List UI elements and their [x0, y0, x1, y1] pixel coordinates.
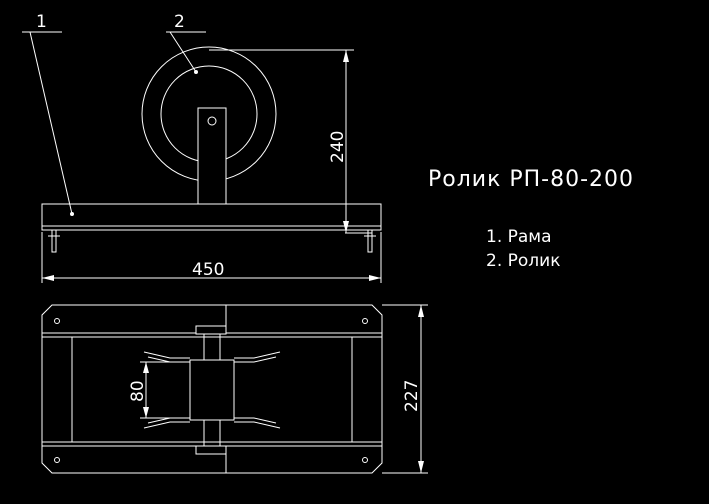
arm-bl-a [143, 421, 190, 429]
arm-tr-b [234, 356, 277, 363]
roller-arrow-top [143, 362, 149, 373]
callout-2-label: 2 [174, 12, 185, 32]
width-arrow-left [42, 275, 54, 281]
callout-1-leader [29, 31, 73, 215]
height-arrow-top [343, 50, 349, 62]
roller-dim-text: 80 [128, 380, 148, 402]
post-plate-bottom [195, 445, 227, 455]
arm-tr-a [234, 351, 281, 359]
arm-br-a [234, 421, 281, 429]
roller-body [189, 359, 235, 421]
depth-arrow-bottom [418, 461, 424, 473]
legend-item-frame: 1. Рама [486, 227, 552, 247]
width-arrow-right [369, 275, 381, 281]
depth-arrow-top [418, 305, 424, 317]
arm-tl-a [143, 351, 190, 359]
bolt-hole-br [362, 457, 368, 463]
bolt-hole-tl [54, 318, 60, 324]
axle-support-top [203, 333, 221, 361]
arm-br-b [234, 417, 277, 424]
height-arrow-bottom [343, 221, 349, 233]
height-dim-text: 240 [328, 131, 348, 163]
top-frame-outline [41, 304, 383, 474]
front-view: 1 2 240 450 [22, 12, 382, 283]
depth-dim-text: 227 [402, 380, 422, 412]
foot-left [51, 229, 57, 253]
callout-1-label: 1 [36, 12, 47, 32]
bolt-hole-bl [54, 457, 60, 463]
legend-item-roller: 2. Ролик [486, 251, 560, 271]
bolt-hole-tr [362, 318, 368, 324]
axle-hole [207, 116, 217, 126]
foot-right [367, 229, 373, 253]
drawing-title: Ролик РП-80-200 [428, 167, 634, 192]
callout-1-dot [70, 212, 74, 216]
top-view: 80 227 [41, 304, 428, 474]
callout-2-leader [169, 31, 197, 73]
post-plate-top [195, 325, 227, 335]
callout-2-dot [194, 70, 198, 74]
width-dim-text: 450 [192, 260, 224, 280]
roller-arrow-bottom [143, 407, 149, 418]
